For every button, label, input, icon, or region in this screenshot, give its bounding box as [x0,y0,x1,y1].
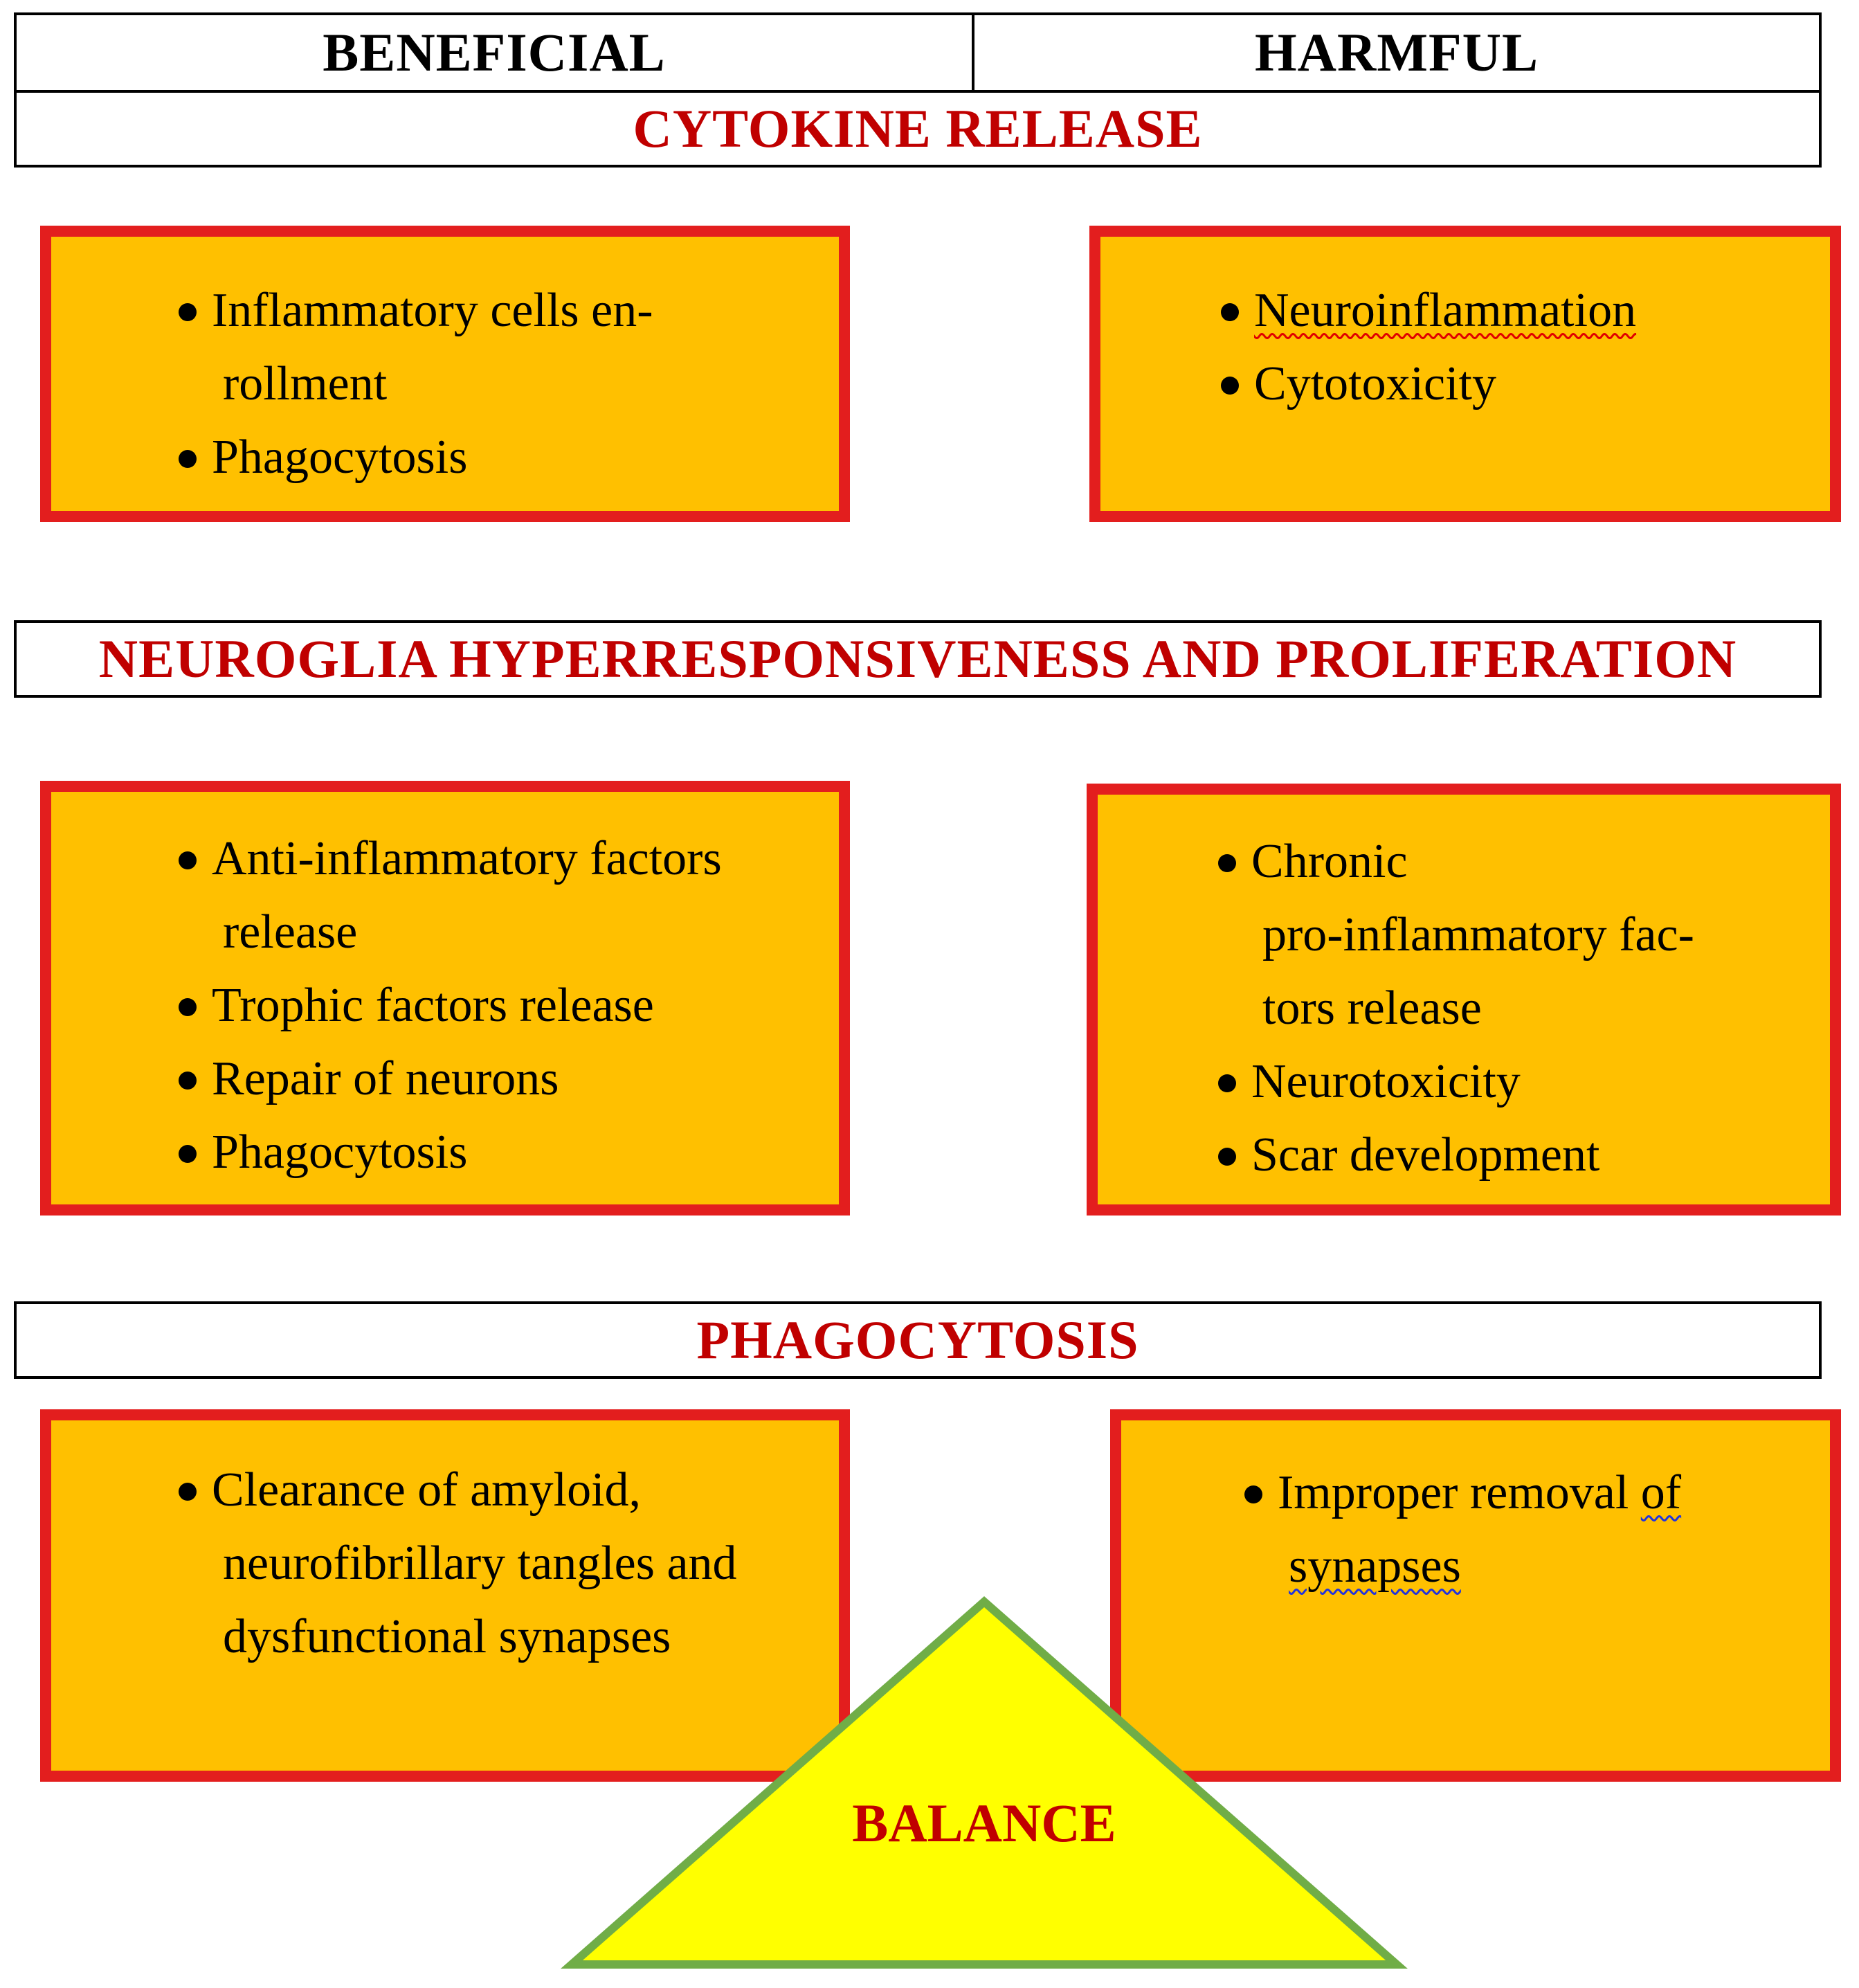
phagocytosis-beneficial-list: Clearance of amyloid, neurofibrillary ta… [177,1454,737,1674]
list-item-text: Cytotoxicity [1254,357,1496,410]
header-row-divider [17,90,1819,93]
list-item: Inflammatory cells en- rollment [177,274,653,421]
phagocytosis-beneficial-box: Clearance of amyloid, neurofibrillary ta… [40,1409,850,1782]
phagocytosis-harmful-box: Improper removal of synapses [1110,1409,1841,1782]
header-table: BENEFICIAL HARMFUL CYTOKINE RELEASE [14,12,1822,168]
phagocytosis-title-bar: PHAGOCYTOSIS [14,1301,1822,1379]
neuroglia-title: NEUROGLIA HYPERRESPONSIVENESS AND PROLIF… [98,629,1737,689]
cytokine-release-title: CYTOKINE RELEASE [633,98,1203,159]
header-column-divider [972,15,974,91]
list-item-text: Improper removal of [1278,1466,1681,1519]
list-item-text: Clearance of amyloid, [212,1463,642,1517]
list-item: Trophic factors release [177,969,722,1042]
list-item-text: Trophic factors release [212,979,654,1032]
balance-label: BALANCE [852,1793,1116,1853]
neuroglia-harmful-list: Chronic pro-inflammatory fac- tors relea… [1217,825,1694,1192]
list-item-text: Neuroinflammation [1254,284,1637,337]
neuroglia-title-bar: NEUROGLIA HYPERRESPONSIVENESS AND PROLIF… [14,620,1822,698]
list-item-text: Neurotoxicity [1251,1055,1521,1108]
neuroglia-harmful-box: Chronic pro-inflammatory fac- tors relea… [1087,784,1841,1216]
list-item-text-continued: synapses [1289,1539,1461,1593]
cytokine-beneficial-box: Inflammatory cells en- rollment Phagocyt… [40,226,850,522]
cytokine-harmful-list: Neuroinflammation Cytotoxicity [1219,274,1636,421]
list-item: Phagocytosis [177,1116,722,1189]
list-item: Repair of neurons [177,1042,722,1116]
phagocytosis-harmful-list: Improper removal of synapses [1243,1456,1830,1603]
list-item-text-part: of [1640,1466,1682,1519]
list-item: Phagocytosis [177,421,653,494]
list-item: Cytotoxicity [1219,347,1636,421]
cytokine-beneficial-list: Inflammatory cells en- rollment Phagocyt… [177,274,653,494]
list-item-text: Inflammatory cells en- [212,284,653,337]
list-item-text: Scar development [1251,1128,1600,1182]
list-item-text: Phagocytosis [212,1126,468,1179]
beneficial-heading: BENEFICIAL [323,22,666,82]
list-item-text-continued: rollment [223,357,388,410]
list-item: Neuroinflammation [1219,274,1636,347]
neuroglia-beneficial-list: Anti-inflammatory factors release Trophi… [177,822,722,1189]
list-item-text: Chronic [1251,835,1408,888]
phagocytosis-title: PHAGOCYTOSIS [696,1310,1139,1370]
list-item-text-continued: neurofibrillary tangles and [223,1537,737,1590]
list-item: Scar development [1217,1119,1694,1192]
list-item-text-continued: release [223,905,358,959]
harmful-heading: HARMFUL [1255,22,1539,82]
cytokine-harmful-box: Neuroinflammation Cytotoxicity [1089,226,1841,522]
neuroglia-beneficial-box: Anti-inflammatory factors release Trophi… [40,781,850,1216]
list-item-text: Repair of neurons [212,1052,559,1105]
list-item-text-part: Improper removal [1278,1466,1641,1519]
list-item-text-continued: tors release [1262,982,1482,1035]
list-item-text: Phagocytosis [212,431,468,484]
list-item-text-continued: pro-inflammatory fac- [1262,908,1694,961]
balance-triangle [561,1596,1408,1969]
list-item: Neurotoxicity [1217,1045,1694,1119]
list-item: Chronic pro-inflammatory fac- tors relea… [1217,825,1694,1045]
list-item-text-continued: dysfunctional synapses [223,1610,671,1663]
list-item: Anti-inflammatory factors release [177,822,722,969]
list-item: Improper removal of synapses [1243,1456,1830,1603]
list-item-text: Anti-inflammatory factors [212,832,722,885]
list-item: Clearance of amyloid, neurofibrillary ta… [177,1454,737,1674]
